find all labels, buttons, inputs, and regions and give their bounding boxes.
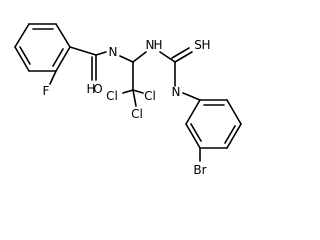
atom-label-h: H xyxy=(153,38,162,52)
atom-label-h: H xyxy=(201,38,210,52)
atom-label-h: H xyxy=(86,82,95,96)
bond xyxy=(226,99,242,125)
bond-c-s xyxy=(174,51,193,63)
bond xyxy=(119,55,134,63)
double-bond-inner xyxy=(19,46,31,65)
bond-c-cl xyxy=(132,89,137,107)
bond-c-s xyxy=(171,47,190,59)
bond xyxy=(185,99,201,125)
atom-label-cl: Cl xyxy=(144,89,156,103)
atom-label-n: N xyxy=(109,45,118,59)
atom-label-n: N xyxy=(172,85,181,99)
double-bond-inner xyxy=(224,125,236,144)
atom-label-cl: Cl xyxy=(131,107,143,121)
bond xyxy=(14,46,30,72)
structure-canvas: F O H N N H S H N Cl Cl Cl Br xyxy=(14,23,242,177)
bond xyxy=(69,46,97,56)
bond xyxy=(55,23,71,48)
bond-c-f xyxy=(49,70,57,85)
bond xyxy=(132,51,147,63)
double-bond-inner xyxy=(190,123,202,142)
bond xyxy=(159,51,176,63)
atom-label-o: O xyxy=(93,82,102,96)
atom-label-n: N xyxy=(146,38,155,52)
fluorophenyl-ring xyxy=(14,23,71,72)
molecule-structure: F O H N N H S H N Cl Cl Cl Br xyxy=(14,23,242,177)
bond-c-cl xyxy=(132,89,144,94)
bond xyxy=(226,123,242,149)
atom-label-cl: Cl xyxy=(106,89,118,103)
double-bond-inner xyxy=(52,48,64,67)
bond xyxy=(185,123,201,149)
bond xyxy=(95,51,107,56)
atom-label-f: F xyxy=(43,84,50,98)
bond xyxy=(182,92,201,101)
atom-label-s: S xyxy=(194,38,202,52)
atom-label-br: Br xyxy=(193,163,206,177)
bond-c-cl xyxy=(122,89,134,94)
bond xyxy=(55,46,71,72)
bromophenyl-ring xyxy=(185,99,242,149)
bond xyxy=(14,23,30,48)
